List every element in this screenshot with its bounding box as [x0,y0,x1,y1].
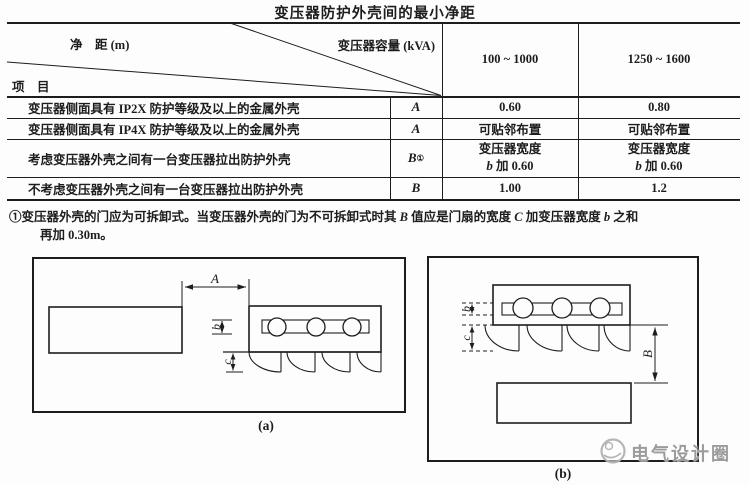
watermark-logo-circle [600,438,626,464]
watermark-text: 电气设计圈 [631,444,731,464]
transformer-circle [267,317,287,337]
table-row-rule [7,139,740,141]
door-swings-b [484,324,631,352]
row-label: 变压器侧面具有 IP4X 防护等级及以上的金属外壳 [28,123,300,137]
dim-c-label-b: c [459,335,473,341]
header-capacity-label: 变压器容量 (kVA) [337,39,435,53]
header-diagonal-lines [6,22,442,96]
caption-a: (a) [258,418,274,433]
footnote-line-2: 再加 0.30m。 [40,228,113,242]
table-row-rule [7,177,740,179]
row-value: 0.60 [499,99,521,114]
footnote-symbol-B: B [399,210,408,224]
transformer-circle [512,297,534,319]
value-text: 加 0.60 [641,158,683,173]
row-value: 0.80 [648,99,670,114]
footnote-text: 值应是门扇的宽度 [407,210,515,224]
transformer-circle [589,297,611,319]
table-header-rule [7,96,740,98]
row-label: 不考虑变压器外壳之间有一台变压器拉出防护外壳 [28,182,304,197]
symbol-letter: B [411,180,421,195]
adjacent-enclosure-a [48,306,183,354]
table-bottom-border [7,199,740,202]
table-column-rule [390,96,392,199]
row-label: 考虑变压器外壳之间有一台变压器拉出防护外壳 [28,152,291,167]
footnote-text: 之和 [610,210,639,224]
col-header-100-1000: 100 ~ 1000 [481,51,539,66]
value-line2: b 加 0.60 [635,158,682,175]
dim-b-label-b: b [459,306,473,312]
caption-b: (b) [554,466,572,481]
dashed-extension-lines-b [462,302,493,352]
watermark-logo-detail [604,441,614,451]
transformer-circle [342,317,362,337]
transformer-circle [551,297,573,319]
footnote-symbol-b: b [603,210,611,224]
header-clearance-label: 净 距 (m) [70,38,130,52]
footnote-text: ①变压器外壳的门应为可拆卸式。当变压器外壳的门为不可拆卸式时其 [9,210,400,224]
symbol-letter: b [486,157,493,173]
dim-B-label: B [640,350,655,358]
row-value: 1.2 [651,180,667,195]
dim-b-label-a: b [209,324,223,330]
value-line1: 变压器宽度 [627,141,691,156]
row-symbol: A [390,118,442,139]
page-title: 变压器防护外壳间的最小净距 [274,6,476,22]
dim-c-label-a: c [220,359,234,365]
value-line1: 变压器宽度 [478,141,542,156]
header-item-label: 项 目 [12,80,50,94]
watermark-logo [600,438,626,464]
adjacent-enclosure-b [496,382,632,424]
transformer-circle [306,317,326,337]
room-outline-a [32,257,406,413]
symbol-letter: A [411,99,421,114]
dim-B-extension-lines [630,324,668,384]
col-header-1250-1600: 1250 ~ 1600 [627,51,691,66]
diagram-b: b c B [427,256,699,462]
dim-a-label: A [210,271,219,286]
footnote-text: 加变压器宽度 [522,210,604,224]
dim-b-extension-lines-a [212,319,232,335]
table-column-rule [442,22,444,199]
door-swings-a [248,351,382,373]
value-text: 加 0.60 [492,158,534,173]
dim-a-extension-lines [181,279,250,307]
table-top-border [7,22,740,25]
symbol-letter: b [635,157,642,173]
row-symbol: A [390,96,442,118]
value-line2: b 加 0.60 [486,158,533,175]
row-value: 可贴邻布置 [478,123,542,137]
table-row-rule [7,118,740,120]
row-value: 可贴邻布置 [627,123,691,137]
row-label: 变压器侧面具有 IP2X 防护等级及以上的金属外壳 [28,101,300,116]
room-outline-b [427,256,699,462]
symbol-letter: A [411,120,421,136]
footnote-line-1: ①变压器外壳的门应为可拆卸式。当变压器外壳的门为不可拆卸式时其 B 值应是门扇的… [9,206,638,225]
footnote-symbol-C: C [514,210,523,224]
table-column-rule [578,22,580,199]
symbol-letter: B [407,150,417,165]
row-value: 1.00 [499,180,521,195]
diagram-a: A b c [32,257,406,413]
watermark-logo-detail [603,452,622,459]
row-symbol: B [390,177,442,199]
